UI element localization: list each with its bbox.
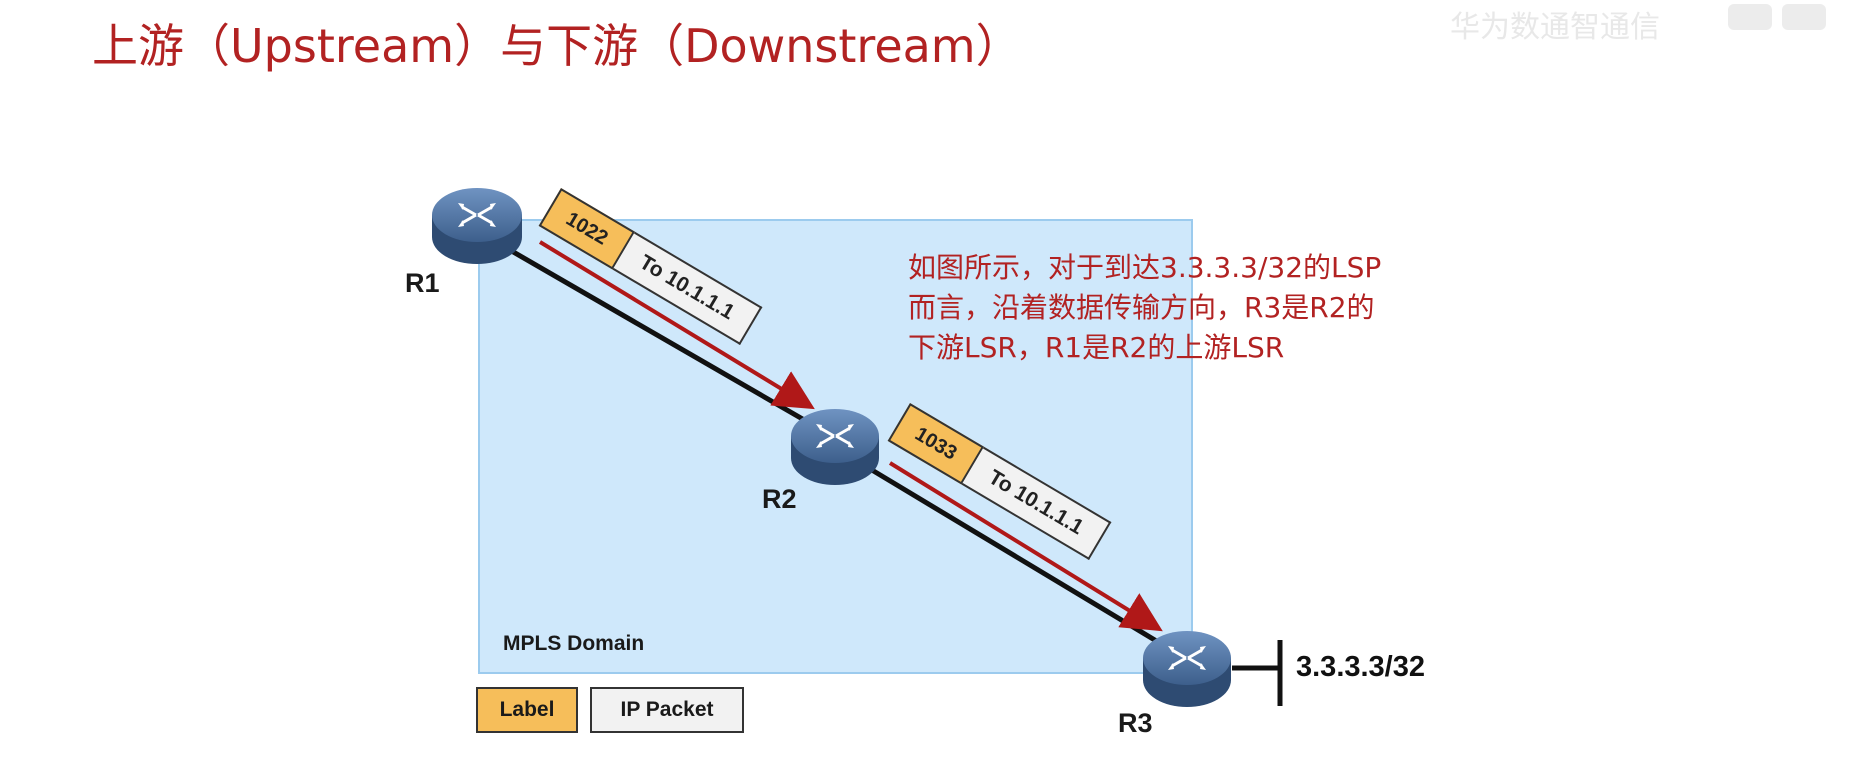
router-r3-icon bbox=[1143, 631, 1231, 707]
annotation-line: 下游LSR，R1是R2的上游LSR bbox=[908, 331, 1285, 364]
slide-title: 上游（Upstream）与下游（Downstream） bbox=[92, 19, 1022, 73]
bilibili-logo-icon bbox=[1728, 4, 1772, 30]
legend-ip-packet: IP Packet bbox=[590, 687, 744, 733]
watermark-text: 华为数通智通信 bbox=[1450, 10, 1660, 45]
traffic-arrow-2 bbox=[888, 461, 1163, 632]
router-r2-icon bbox=[791, 409, 879, 485]
traffic-arrow-1 bbox=[538, 240, 815, 410]
destination-prefix: 3.3.3.3/32 bbox=[1296, 651, 1425, 683]
annotation-line: 而言，沿着数据传输方向，R3是R2的 bbox=[908, 291, 1375, 324]
router-r3-label: R3 bbox=[1118, 708, 1153, 738]
router-r1-label: R1 bbox=[405, 268, 440, 298]
legend-label: Label bbox=[476, 687, 578, 733]
annotation-line: 如图所示，对于到达3.3.3.3/32的LSP bbox=[908, 251, 1382, 284]
router-r1-icon bbox=[432, 188, 522, 264]
bilibili-logo-icon bbox=[1782, 4, 1826, 30]
annotation-text: 如图所示，对于到达3.3.3.3/32的LSP 而言，沿着数据传输方向，R3是R… bbox=[908, 248, 1468, 368]
router-r2-label: R2 bbox=[762, 484, 797, 514]
mpls-domain-label: MPLS Domain bbox=[503, 632, 645, 655]
